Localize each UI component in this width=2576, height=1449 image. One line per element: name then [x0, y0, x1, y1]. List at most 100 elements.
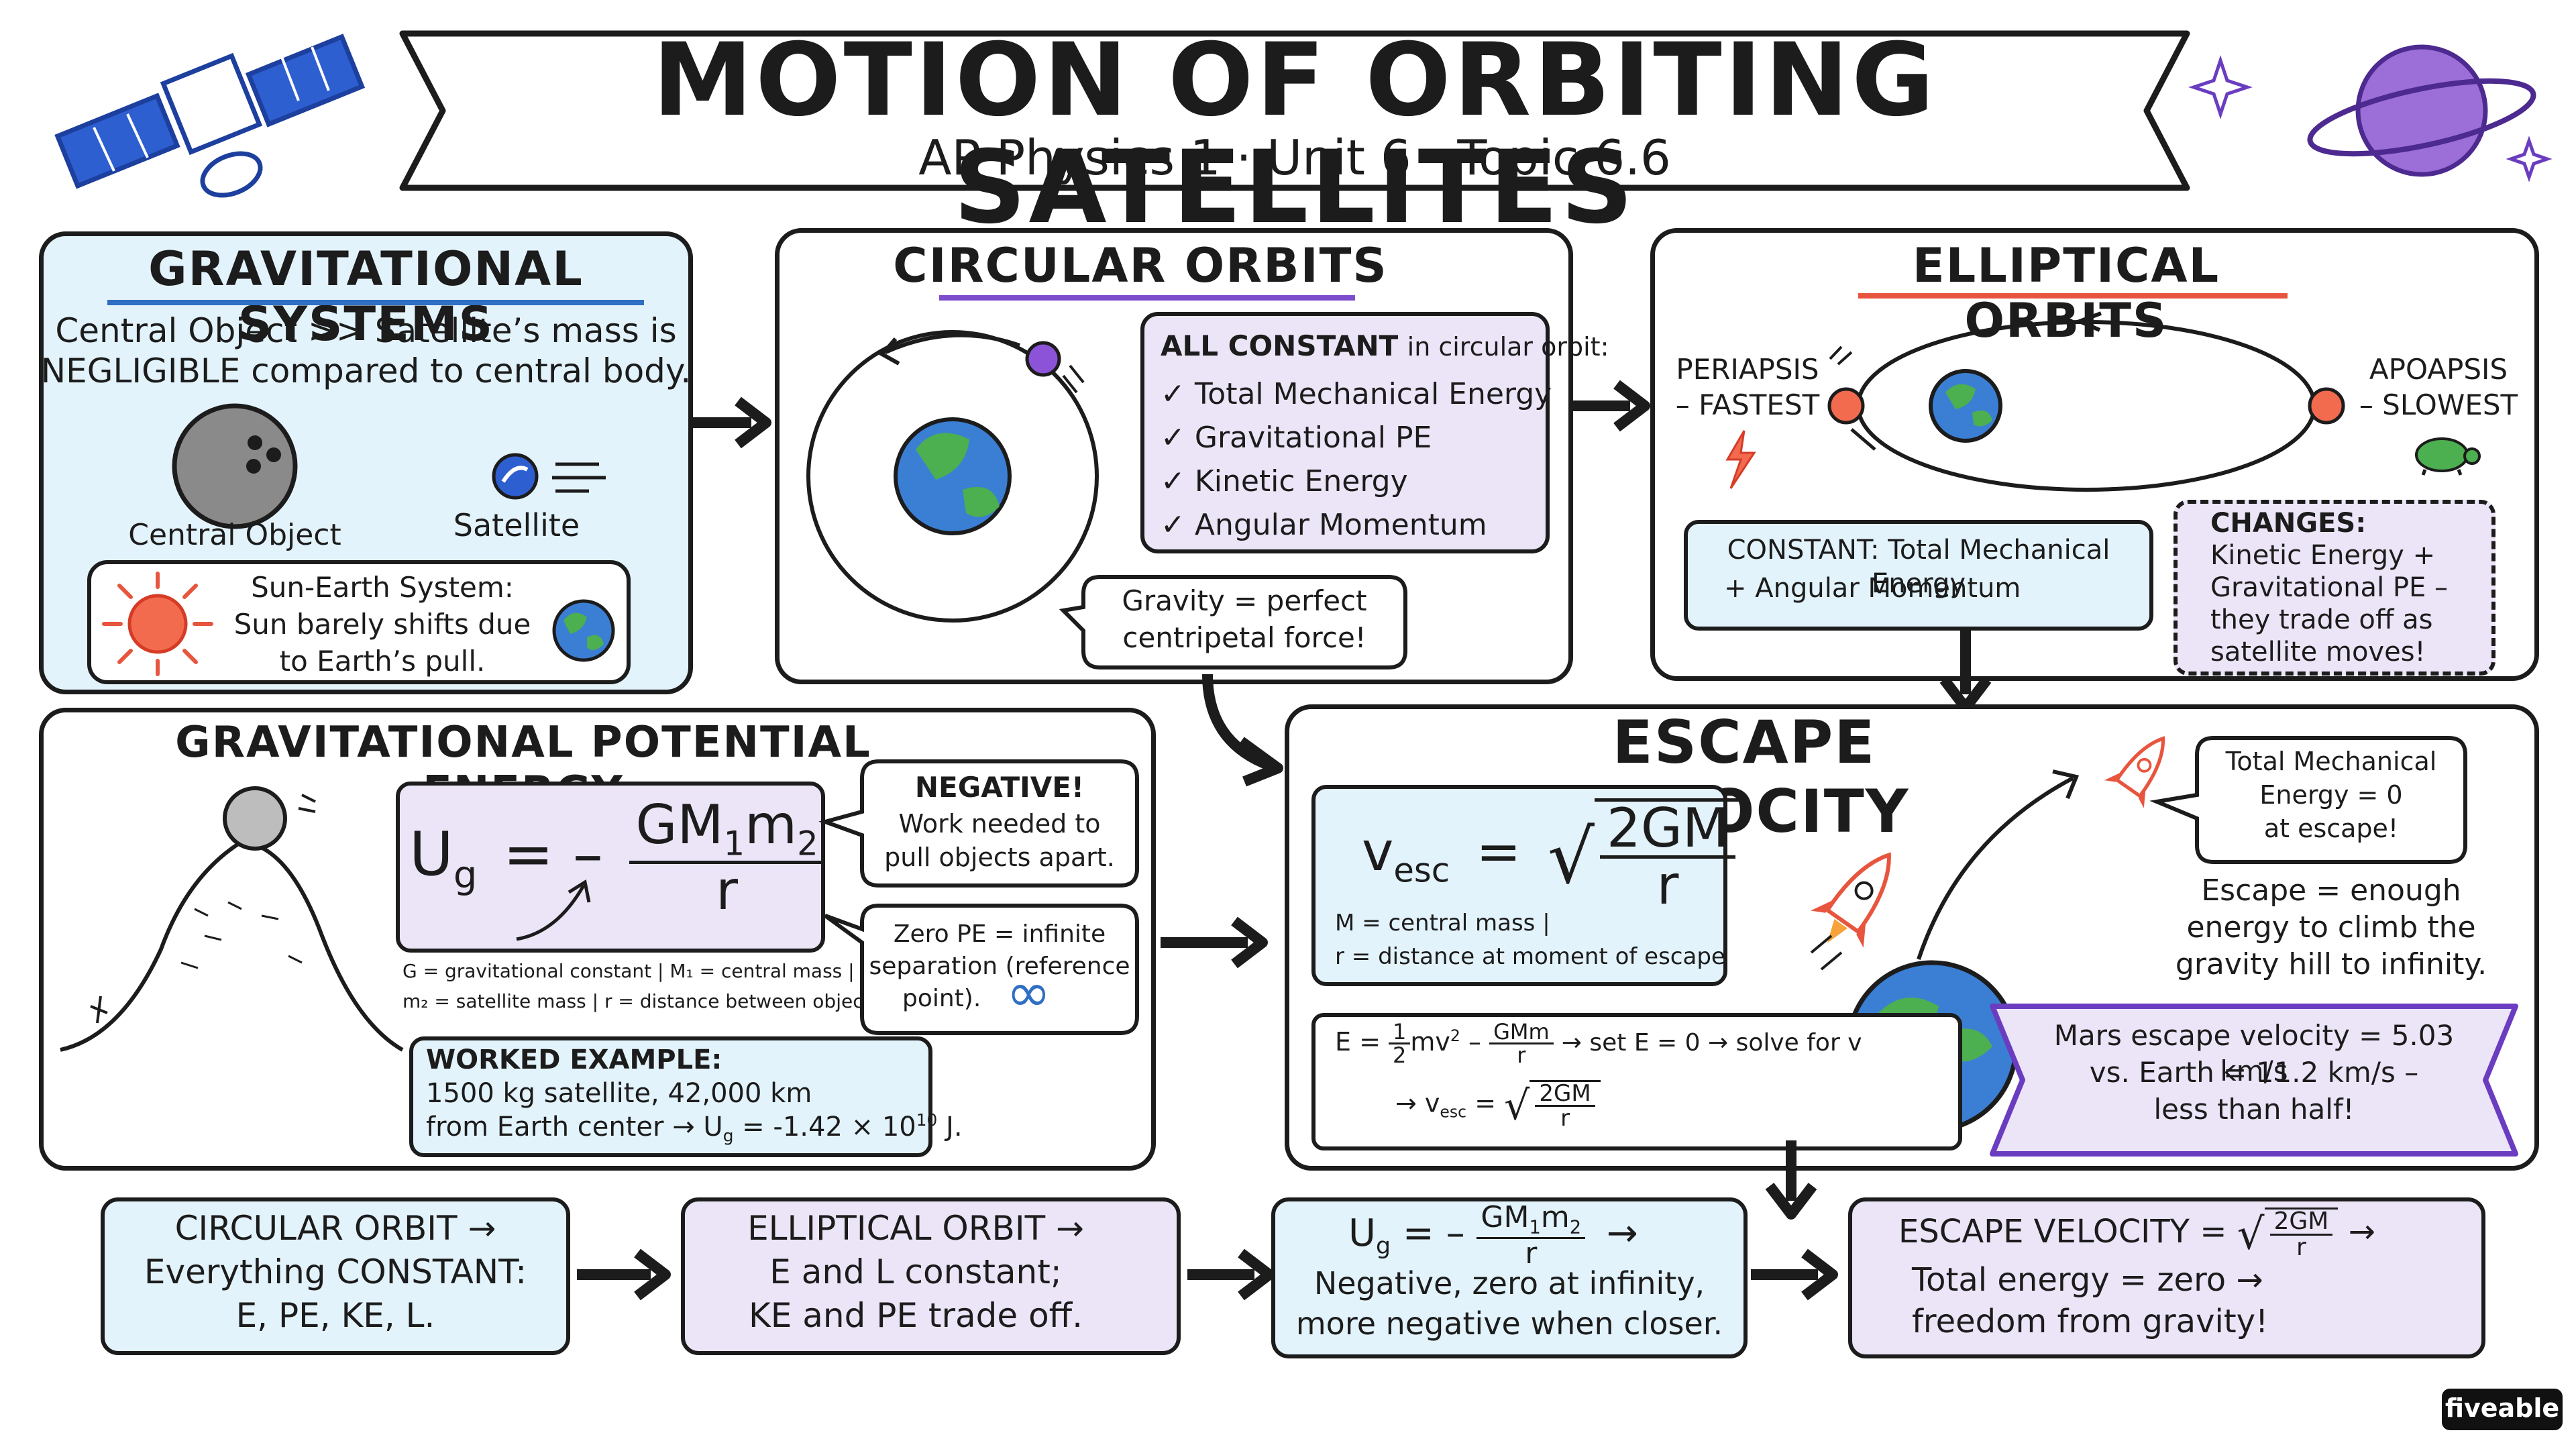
callout-line2: centripetal force! — [1122, 621, 1366, 654]
elliptical-changes-box — [2174, 500, 2496, 676]
total-energy-callout-bubble — [2149, 736, 2467, 864]
deriv-e: E = — [1335, 1027, 1381, 1057]
centripetal-callout-bubble — [1059, 575, 1407, 669]
negative-callout-bubble — [818, 759, 1139, 888]
num-sub2: 2 — [797, 824, 818, 863]
check-icon: ✓ — [1161, 421, 1185, 455]
gs-text-line1: Central Object >> Satellite’s mass is — [55, 311, 677, 350]
circular-item-2: ✓ Gravitational PE — [1161, 419, 1432, 456]
item-label: Gravitational PE — [1194, 421, 1432, 455]
arrow-elliptical-to-escape — [1939, 627, 1992, 713]
heading-underline — [107, 300, 644, 305]
gpe-formula-box — [396, 782, 825, 953]
s3-num: GM1m2 — [1477, 1200, 1586, 1239]
central-object-icon — [172, 403, 298, 529]
sqrt-denominator: r — [1656, 854, 1679, 916]
summary-2-line1: ELLIPTICAL ORBIT → — [747, 1209, 1084, 1248]
ell-constant-line1: CONSTANT: Total Mechanical Energy — [1727, 535, 2110, 599]
s3-arrow: → — [1606, 1212, 1638, 1256]
sqrt-numerator: 2GM — [1599, 802, 1735, 859]
arrow-circular-to-escape — [1202, 674, 1283, 787]
summary-circular — [101, 1197, 570, 1355]
circular-orbit-diagram — [806, 330, 1099, 623]
total-energy-line1: Total Mechanical — [2225, 747, 2437, 776]
worked-text-b: = -1.42 × 10 — [733, 1112, 916, 1142]
negative-line1: NEGATIVE! — [914, 771, 1085, 804]
arrow-circular-to-elliptical — [1570, 380, 1650, 432]
s3-sub1: 1 — [1529, 1217, 1541, 1238]
escape-explain-line1: Escape = enough — [2201, 873, 2461, 908]
lightning-icon — [1725, 430, 1756, 489]
ell-constant-line2: + Angular Momentum — [1724, 573, 2021, 604]
circular-item-4: ✓Angular Momentum — [1161, 506, 1487, 543]
check-icon: ✓ — [1161, 464, 1185, 498]
arrow-escape-to-summary — [1765, 1140, 1817, 1220]
total-energy-line2: Energy = 0 — [2259, 780, 2403, 810]
deriv-rad-num: 2GM — [1535, 1082, 1595, 1107]
deriv-mv-sup: 2 — [1450, 1026, 1460, 1045]
formula-eq: = – — [502, 818, 603, 890]
deriv-minus: – — [1468, 1027, 1481, 1057]
formula-pointer-arrow — [516, 879, 591, 941]
deriv-arrow: → v — [1395, 1088, 1440, 1118]
satellite-small-icon — [492, 453, 606, 500]
summary-2-line3: KE and PE trade off. — [749, 1296, 1083, 1335]
changes-line2: Kinetic Energy + — [2210, 540, 2436, 571]
deriv-vsub: esc — [1440, 1102, 1467, 1122]
s3-m: m — [1540, 1200, 1570, 1234]
check-icon: ✓ — [1161, 508, 1185, 542]
s3-usub: g — [1376, 1233, 1391, 1260]
escape-derivation-box — [1311, 1013, 1962, 1150]
worked-line3: from Earth center → Ug = -1.42 × 1010 J. — [426, 1110, 963, 1147]
sun-earth-line3: to Earth’s pull. — [279, 645, 486, 678]
negative-line3: pull objects apart. — [884, 843, 1115, 872]
title-banner — [399, 30, 2190, 191]
zero-line3: point). — [902, 985, 981, 1012]
summary-1-line1: CIRCULAR ORBIT → — [174, 1209, 496, 1248]
satellite-label: Satellite — [453, 507, 580, 543]
worked-sup: 10 — [916, 1110, 938, 1130]
elliptical-orbits-heading: ELLIPTICAL ORBITS — [1912, 238, 2220, 348]
worked-text-a: from Earth center → U — [426, 1112, 723, 1142]
page-subtitle: AP Physics 1 · Unit 6 · Topic 6.6 — [918, 129, 1671, 186]
constants-rest: in circular orbit: — [1407, 332, 1609, 362]
s4-den: r — [2296, 1234, 2306, 1261]
summary-4-line2: Total energy = zero → — [1912, 1261, 2263, 1299]
half-den: 2 — [1393, 1042, 1407, 1068]
escape-def-line2: r = distance at moment of escape — [1335, 943, 1725, 970]
gmm-den: r — [1517, 1042, 1526, 1068]
mars-line2: vs. Earth = 11.2 km/s – — [2089, 1056, 2419, 1089]
s3-den: r — [1525, 1236, 1538, 1271]
num-m: m — [745, 794, 798, 856]
arrow-summary-2-to-3 — [1187, 1248, 1275, 1301]
summary-3-line2: Negative, zero at infinity, — [1313, 1265, 1705, 1301]
periapsis-line1: PERIAPSIS — [1676, 353, 1819, 386]
sun-icon — [102, 572, 213, 676]
arrow-summary-1-to-2 — [577, 1248, 671, 1301]
constants-bold: ALL CONSTANT — [1161, 329, 1399, 362]
gpe-formula: Ug = – GM1m2 r — [409, 798, 825, 918]
summary-3-line3: more negative when closer. — [1295, 1305, 1723, 1342]
worked-example-box — [409, 1036, 932, 1157]
deriv-mv: mv — [1410, 1027, 1450, 1057]
elliptical-constant-box — [1684, 520, 2153, 631]
s4-arrow: → — [2348, 1213, 2375, 1250]
apoapsis-line2: – SLOWEST — [2359, 388, 2518, 421]
summary-4-line3: freedom from gravity! — [1912, 1303, 2269, 1340]
worked-line1: WORKED EXAMPLE: — [426, 1044, 722, 1075]
heading-underline — [1858, 293, 2288, 299]
infinity-icon: ∞ — [1006, 961, 1051, 1024]
total-energy-line3: at escape! — [2263, 814, 2399, 843]
gs-text-line2: NEGLIGIBLE compared to central body. — [40, 352, 692, 390]
zero-line1: Zero PE = infinite — [893, 920, 1106, 948]
worked-sub: g — [722, 1126, 734, 1146]
circular-item-3: ✓Kinetic Energy — [1161, 463, 1408, 500]
